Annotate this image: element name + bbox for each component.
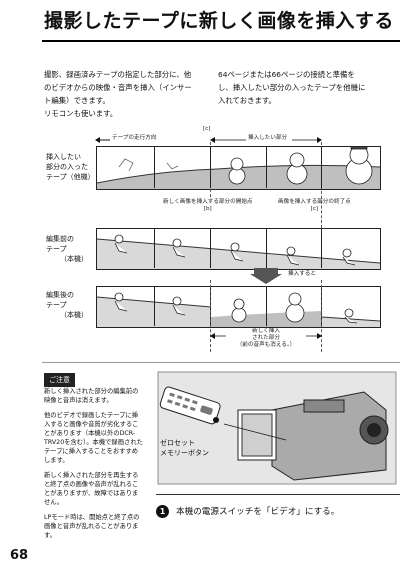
intro-left-line: 撮影、録画済みテープの指定した部分に、他 [44,70,192,79]
intro-right-line: 入れておきます。 [218,96,276,105]
end-point-label: 画像を挿入する部分の終了点 [c] [278,199,351,213]
end-point-line [321,280,322,352]
frame-divider [321,228,322,268]
row3-label-line: （本機） [60,311,88,319]
caution-paragraph: 新しく挿入された部分の編集前の映像と音声は消えます。 [44,388,139,404]
step-rule [156,494,400,495]
row2-label-line: 編集前の [46,235,74,243]
frame-divider [210,146,211,188]
tape-strip-other [96,146,381,190]
frame-divider [266,146,267,188]
camera-label-line: メモリーボタン [160,449,209,457]
insert-part-label: 挿入したい部分 [248,135,288,141]
intro-right-line: し、挿入したい部分の入ったテープを他機に [218,83,366,92]
row3-label-line: テープ [46,301,67,309]
insert-part-arrow-icon [210,137,322,143]
inserted-note-line: された部分 [252,335,280,341]
step-text: 本機の電源スイッチを「ビデオ」にする。 [176,507,340,517]
tape-strip-after [96,286,381,328]
insert-arrow-label: 挿入すると [288,271,316,277]
row3-label: 編集後の テープ （本機） [46,290,88,320]
frame-divider [154,286,155,326]
snowman-illustration [228,147,373,185]
frame-divider [266,228,267,268]
row2-label-line: テープ [46,245,67,253]
row3-label-line: 編集後の [46,291,74,299]
page-number: 68 [10,548,29,563]
remote-control-icon [159,386,221,425]
start-point-text: 新しく画像を挿入する部分の開始点 [163,199,253,205]
caution-paragraph: 他のビデオで録画したテープに挿入すると画像や音質が劣化することがあります（本機以… [44,412,143,464]
frame-divider [321,146,322,188]
down-arrow-icon [250,268,282,284]
intro-left-line: ト編集）できます。 [44,96,110,105]
caution-body: 新しく挿入された部分の編集前の映像と音声は消えます。 他のビデオで録画したテープ… [44,387,144,546]
row1-label-line: 部分の入った [46,163,88,171]
row1-label-line: テープ（他機） [46,173,95,181]
frame-divider [266,286,267,326]
inserted-note-line: （前の音声も消える。） [236,342,296,348]
step-number-badge: 1 [156,505,169,518]
title-rule [42,40,400,42]
frame-divider [154,228,155,268]
row2-label: 編集前の テープ （本機） [46,234,88,264]
caution-heading: ご注意 [44,373,75,387]
intro-left-line: のビデオからの映像・音声を挿入（インサー [44,83,192,92]
start-point-line [210,280,211,352]
row1-label: 挿入したい 部分の入った テープ（他機） [46,152,95,182]
section-divider [42,362,400,363]
camcorder-remote-illustration [157,371,397,485]
frame-divider [154,146,155,188]
direction-label: テープの走行方向 [112,135,157,141]
caution-paragraph: 新しく挿入された部分を再生すると終了点の画像や音声が乱れることがありますが、故障… [44,472,139,506]
row2-label-line: （本機） [60,255,88,263]
intro-left-line: リモコンも使います。 [44,109,118,118]
frame-divider [210,228,211,268]
tape-strip-before [96,228,381,270]
start-point-marker: [b] [203,206,212,212]
camcorder-icon [237,391,389,481]
marker-c-top: [c] [203,126,211,132]
caution-paragraph: LPモード時は、開始点と終了点の画像と音声が乱れることがあります。 [44,514,140,539]
direction-arrow-icon [95,137,110,143]
skier-illustration [114,234,356,266]
page-title: 撮影したテープに新しく画像を挿入する [44,10,394,32]
inserted-note: 新しく挿入 された部分 （前の音声も消える。） [226,328,306,349]
row1-label-line: 挿入したい [46,153,81,161]
end-point-text: 画像を挿入する部分の終了点 [278,199,351,205]
end-point-marker: [c] [310,206,319,212]
intro-right: 64ページまたは66ページの接続と準備を し、挿入したい部分の入ったテープを他機… [218,68,400,107]
zero-set-memory-label: ゼロセット メモリーボタン [160,438,209,458]
intro-left: 撮影、録画済みテープの指定した部分に、他 のビデオからの映像・音声を挿入（インサ… [44,68,209,120]
inserted-note-line: 新しく挿入 [252,328,280,334]
intro-right-line: 64ページまたは66ページの接続と準備を [218,70,355,79]
camera-label-line: ゼロセット [160,439,195,447]
start-point-label: 新しく画像を挿入する部分の開始点 [b] [163,199,253,213]
